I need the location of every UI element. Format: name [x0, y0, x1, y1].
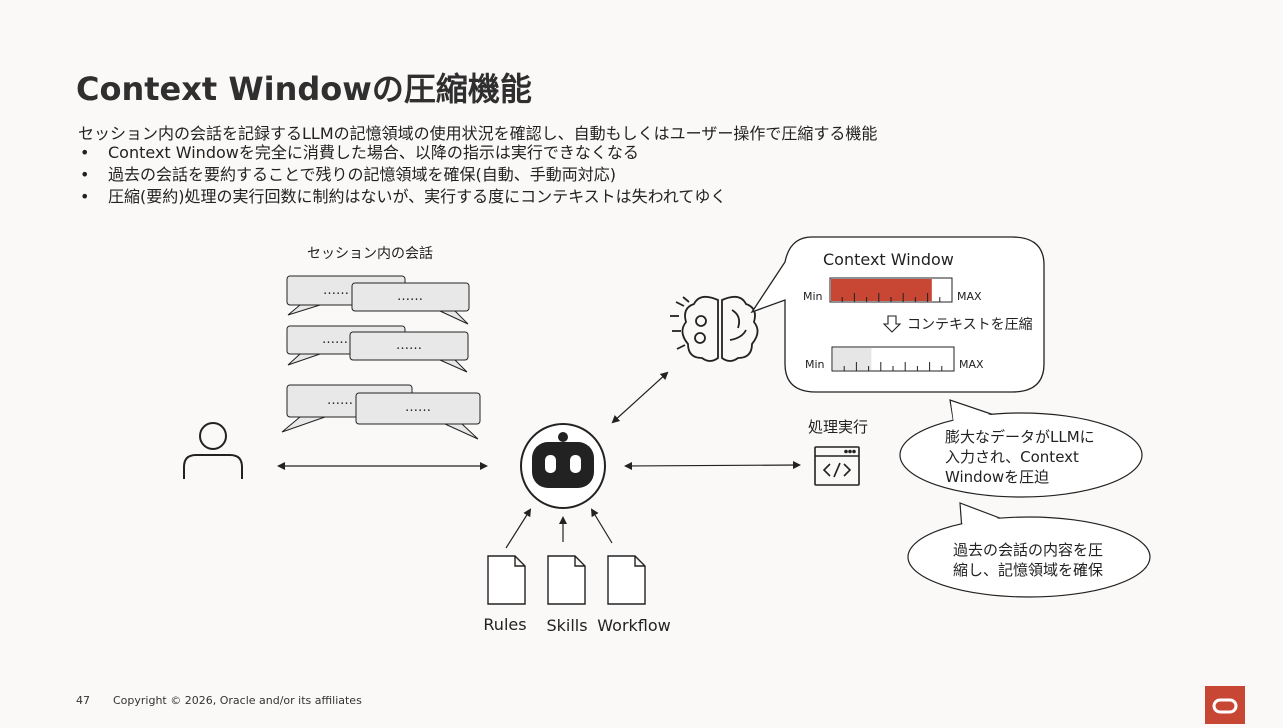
- context-window-title: Context Window: [823, 250, 954, 269]
- lead-text: セッション内の会話を記録するLLMの記憶領域の使用状況を確認し、自動もしくはユー…: [78, 124, 878, 143]
- file-label-workflow: Workflow: [597, 616, 670, 635]
- bubble-text: ……: [322, 332, 348, 347]
- bot-process-arrow: [624, 461, 801, 470]
- file-label-skills: Skills: [546, 616, 587, 635]
- bot-brain-arrow: [611, 371, 669, 424]
- process-label: 処理実行: [808, 418, 868, 436]
- context-window-callout: [750, 236, 1045, 393]
- callout-text: 過去の会話の内容を圧: [953, 541, 1103, 559]
- bubble-text: ……: [396, 338, 422, 353]
- bar-max-label: MAX: [959, 358, 984, 371]
- bot-icon: [520, 423, 606, 509]
- page-number: 47: [76, 694, 90, 707]
- callout-text: 膨大なデータがLLMに: [945, 428, 1095, 446]
- bullet-item: 圧縮(要約)処理の実行回数に制約はないが、実行する度にコンテキストは失われてゆく: [78, 186, 726, 208]
- bar-min-label: Min: [803, 290, 823, 303]
- bubble-text: ……: [405, 400, 431, 415]
- bar-min-label: Min: [805, 358, 825, 371]
- brain-icon: [670, 295, 759, 362]
- bubble-text: ……: [327, 393, 353, 408]
- file-icon: [607, 555, 646, 605]
- file-label-rules: Rules: [483, 615, 526, 634]
- bubble-text: ……: [323, 283, 349, 298]
- file-arrows: [505, 508, 613, 549]
- bubble-text: ……: [397, 289, 423, 304]
- bullet-item: Context Windowを完全に消費した場合、以降の指示は実行できなくなる: [78, 142, 726, 164]
- callout-text: 入力され、Context: [945, 448, 1079, 466]
- code-window-icon: [814, 446, 860, 486]
- chat-bubble: [355, 392, 481, 440]
- context-bar-before: [829, 277, 953, 303]
- chat-bubble: [351, 282, 470, 325]
- callout-text: 縮し、記憶領域を確保: [953, 561, 1103, 579]
- slide-title: Context Windowの圧縮機能: [76, 70, 532, 108]
- file-icon: [487, 555, 526, 605]
- context-bar-before-fill: [831, 279, 932, 301]
- file-icon: [547, 555, 586, 605]
- callout-data-pressure: [899, 399, 1143, 498]
- callout-text: Windowを圧迫: [945, 468, 1049, 486]
- oracle-logo: [1205, 686, 1245, 724]
- copyright: Copyright © 2026, Oracle and/or its affi…: [113, 694, 362, 707]
- conversation-label: セッション内の会話: [307, 245, 433, 262]
- context-bar-after: [831, 346, 955, 372]
- chat-bubbles: [281, 275, 481, 440]
- bar-max-label: MAX: [957, 290, 982, 303]
- down-arrow-icon: [882, 315, 902, 333]
- oracle-logo-icon: [1212, 698, 1238, 714]
- callout-compress: [907, 502, 1151, 598]
- user-icon: [183, 422, 243, 479]
- compress-label: コンテキストを圧縮: [907, 317, 1033, 333]
- bullet-item: 過去の会話を要約することで残りの記憶領域を確保(自動、手動両対応): [78, 164, 726, 186]
- bullet-list: Context Windowを完全に消費した場合、以降の指示は実行できなくなる …: [78, 142, 726, 208]
- context-bar-after-fill: [833, 348, 872, 370]
- chat-bubble: [349, 331, 469, 373]
